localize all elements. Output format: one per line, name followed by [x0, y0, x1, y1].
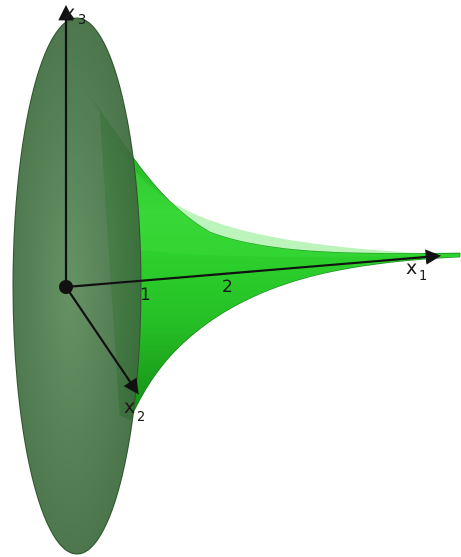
x1-letter: x	[406, 257, 417, 279]
x2-axis	[65, 286, 139, 395]
x1-subscript: 1	[419, 269, 427, 284]
origin-point	[59, 280, 73, 294]
horn-highlight	[120, 150, 455, 257]
x3-axis-label: x 3	[64, 2, 86, 28]
tick-label-2: 2	[222, 277, 233, 297]
x1-axis-label: x 1	[406, 257, 427, 284]
x3-subscript: 3	[78, 13, 86, 28]
x2-subscript: 2	[137, 410, 145, 425]
horn-surface	[91, 99, 461, 421]
x1-axis	[65, 249, 442, 289]
x2-letter: x	[124, 396, 135, 418]
end-disk-rim	[12, 17, 142, 555]
tick-label-1: 1	[140, 285, 151, 305]
x2-axis-label: x 2	[124, 396, 145, 425]
x3-letter: x	[64, 2, 75, 24]
